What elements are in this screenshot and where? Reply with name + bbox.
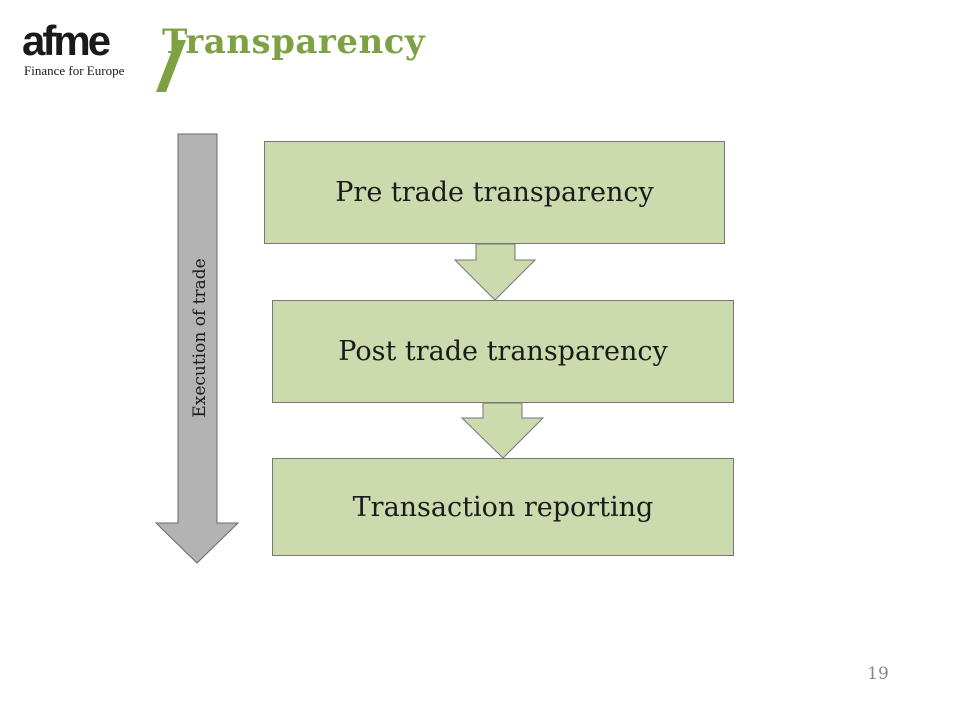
execution-side-arrow (154, 133, 240, 564)
post-trade-transparency-box: Post trade transparency (272, 300, 734, 403)
down-arrow-2 (460, 402, 545, 459)
logo-subtitle: Finance for Europe (24, 63, 125, 78)
page-number: 19 (867, 664, 889, 684)
execution-of-trade-label: Execution of trade (190, 258, 210, 418)
afme-logo: afme Finance for Europe (22, 20, 186, 92)
slide-title: Transparency (162, 22, 426, 62)
pre-trade-transparency-box: Pre trade transparency (264, 141, 725, 244)
logo-slash-icon (156, 40, 186, 92)
down-arrow-1 (453, 243, 537, 301)
logo-wordmark: afme (22, 17, 111, 64)
transaction-reporting-box: Transaction reporting (272, 458, 734, 556)
